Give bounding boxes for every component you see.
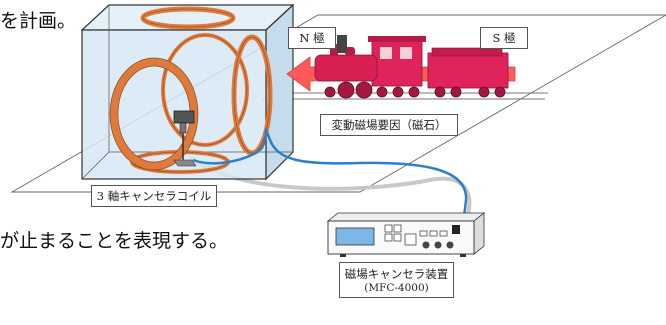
blue-cable (192, 128, 468, 226)
rail-track (262, 92, 548, 100)
gray-cable (188, 156, 472, 223)
lcd-screen (335, 227, 375, 246)
text-fragment-top: を計画。 (0, 10, 77, 32)
coil-right (231, 34, 273, 156)
north-pole-label: N 極 (288, 27, 336, 49)
south-pole-text: S 極 (492, 31, 516, 45)
variable-field-source-label: 変動磁場要因（磁石） (320, 114, 458, 136)
canceller-device-name: 磁場キャンセラ装置 (344, 267, 449, 281)
south-pole-label: S 極 (480, 27, 528, 49)
variable-field-source-text: 変動磁場要因（磁石） (331, 118, 447, 132)
text-fragment-bottom: が止まることを表現する。 (0, 230, 229, 252)
rack-instrument-icon (326, 212, 486, 257)
three-axis-coil-text: 3 軸キャンセラコイル (96, 189, 212, 203)
three-axis-coil-label: 3 軸キャンセラコイル (91, 185, 217, 207)
sensor-probe (173, 110, 197, 167)
north-pole-text: N 極 (299, 31, 325, 45)
coil-top (140, 6, 236, 30)
steam-locomotive-icon (314, 35, 509, 99)
canceller-device-label: 磁場キャンセラ装置 (MFC-4000) (339, 262, 454, 298)
canceller-device-model: (MFC-4000) (364, 282, 429, 294)
coil-back (161, 33, 249, 147)
